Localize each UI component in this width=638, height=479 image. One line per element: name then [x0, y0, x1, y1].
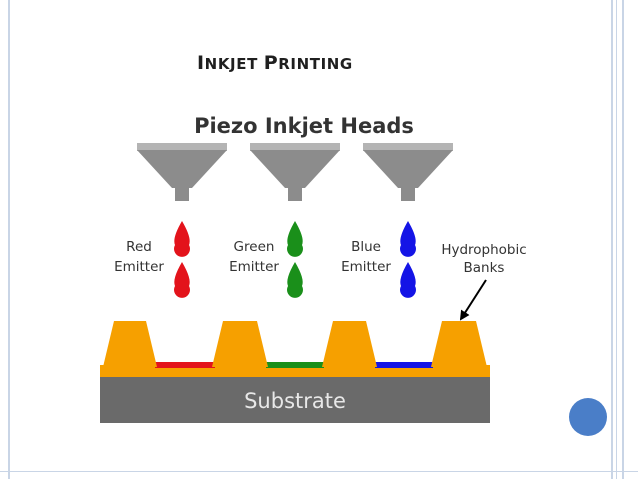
inkjet-head-blue	[363, 143, 453, 201]
red-droplet-upper	[173, 221, 190, 257]
green-emitter-label-line1: Green	[234, 239, 275, 255]
banks-label-line2: Banks	[464, 260, 505, 276]
frame-line-bottom	[0, 471, 638, 472]
frame-line-right-1	[611, 0, 613, 479]
head-nozzle	[288, 187, 302, 201]
blue-droplet-upper	[399, 221, 417, 257]
green-droplet-upper	[287, 221, 303, 257]
blue-emitter-strip	[375, 362, 433, 368]
blue-droplet-lower	[399, 262, 417, 298]
red-emitter-label-line1: Red	[126, 239, 152, 255]
substrate-label: Substrate	[244, 389, 346, 413]
title-word-2-rest: RINTING	[278, 55, 353, 73]
frame-line-right-2	[616, 0, 617, 479]
banks-label-line1: Hydrophobic	[441, 242, 526, 258]
inkjet-head-green	[250, 143, 340, 201]
title-word-2-cap: P	[263, 52, 279, 74]
title-word-1-rest: NKJET	[204, 55, 258, 73]
head-funnel	[137, 150, 227, 188]
head-top-plate	[363, 143, 453, 151]
red-droplet-lower	[173, 262, 190, 298]
green-emitter-strip	[266, 362, 324, 368]
red-emitter-strip	[155, 362, 215, 368]
head-top-plate	[250, 143, 340, 151]
blue-emitter-label-line2: Emitter	[341, 259, 391, 275]
substrate-block	[100, 376, 490, 423]
head-top-plate	[137, 143, 227, 151]
hydrophobic-bank-4	[431, 321, 487, 367]
title-word-1-cap: I	[197, 52, 205, 74]
accent-circle	[569, 398, 607, 436]
head-nozzle	[401, 187, 415, 201]
head-funnel	[363, 150, 453, 188]
head-nozzle	[175, 187, 189, 201]
banks-pointer-arrow	[459, 279, 487, 321]
hydrophobic-bank-3	[322, 321, 377, 367]
green-emitter-label-line2: Emitter	[229, 259, 279, 275]
head-funnel	[250, 150, 340, 188]
inkjet-head-red	[137, 143, 227, 201]
red-emitter-label-line2: Emitter	[114, 259, 164, 275]
hydrophobic-bank-1	[103, 321, 157, 367]
slide-title: INKJET PRINTING	[197, 52, 353, 74]
green-droplet-lower	[287, 262, 303, 298]
frame-line-left	[8, 0, 10, 479]
hydrophobic-bank-2	[212, 321, 268, 367]
frame-line-right-3	[622, 0, 624, 479]
diagram-heading: Piezo Inkjet Heads	[194, 114, 414, 138]
blue-emitter-label-line1: Blue	[351, 239, 381, 255]
